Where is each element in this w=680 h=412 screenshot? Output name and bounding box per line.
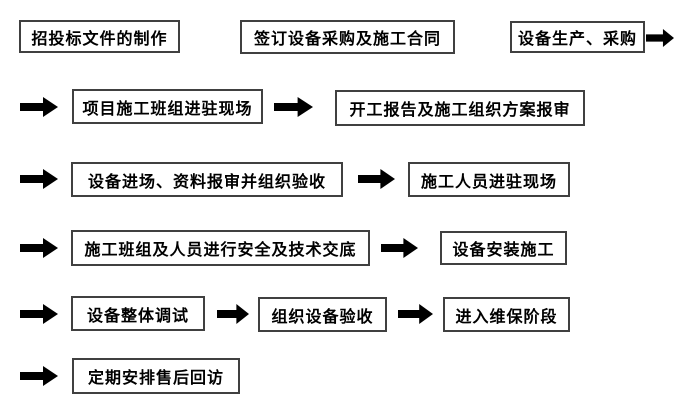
step-enter-maintenance-phase: 进入维保阶段 xyxy=(443,297,570,332)
flow-arrow-icon xyxy=(20,238,58,258)
step-commencement-report-scheme-approval: 开工报告及施工组织方案报审 xyxy=(335,90,585,126)
step-safety-technical-briefing: 施工班组及人员进行安全及技术交底 xyxy=(71,230,370,266)
step-equipment-installation: 设备安装施工 xyxy=(440,231,567,265)
flow-arrow-icon xyxy=(274,97,313,117)
step-overall-equipment-commissioning: 设备整体调试 xyxy=(71,296,205,331)
flow-arrow-icon xyxy=(358,169,395,189)
flow-arrow-icon xyxy=(20,304,58,324)
flow-arrow-icon xyxy=(20,97,58,117)
flow-arrow-icon xyxy=(381,238,418,258)
step-equipment-arrival-document-acceptance: 设备进场、资料报审并组织验收 xyxy=(71,162,343,197)
step-bid-document-preparation: 招投标文件的制作 xyxy=(19,20,180,53)
step-regular-after-sales-follow-up: 定期安排售后回访 xyxy=(72,358,240,394)
step-organize-equipment-acceptance: 组织设备验收 xyxy=(258,297,387,332)
step-equipment-production-procurement: 设备生产、采购 xyxy=(510,21,645,53)
step-sign-procurement-construction-contract: 签订设备采购及施工合同 xyxy=(240,20,455,54)
flow-arrow-icon xyxy=(646,29,674,47)
step-construction-staff-enter-site: 施工人员进驻现场 xyxy=(408,162,570,197)
flow-arrow-icon xyxy=(398,304,433,324)
step-construction-team-enter-site: 项目施工班组进驻现场 xyxy=(72,89,263,124)
flow-arrow-icon xyxy=(20,366,58,386)
flow-arrow-icon xyxy=(20,169,58,189)
flow-arrow-icon xyxy=(217,304,249,324)
